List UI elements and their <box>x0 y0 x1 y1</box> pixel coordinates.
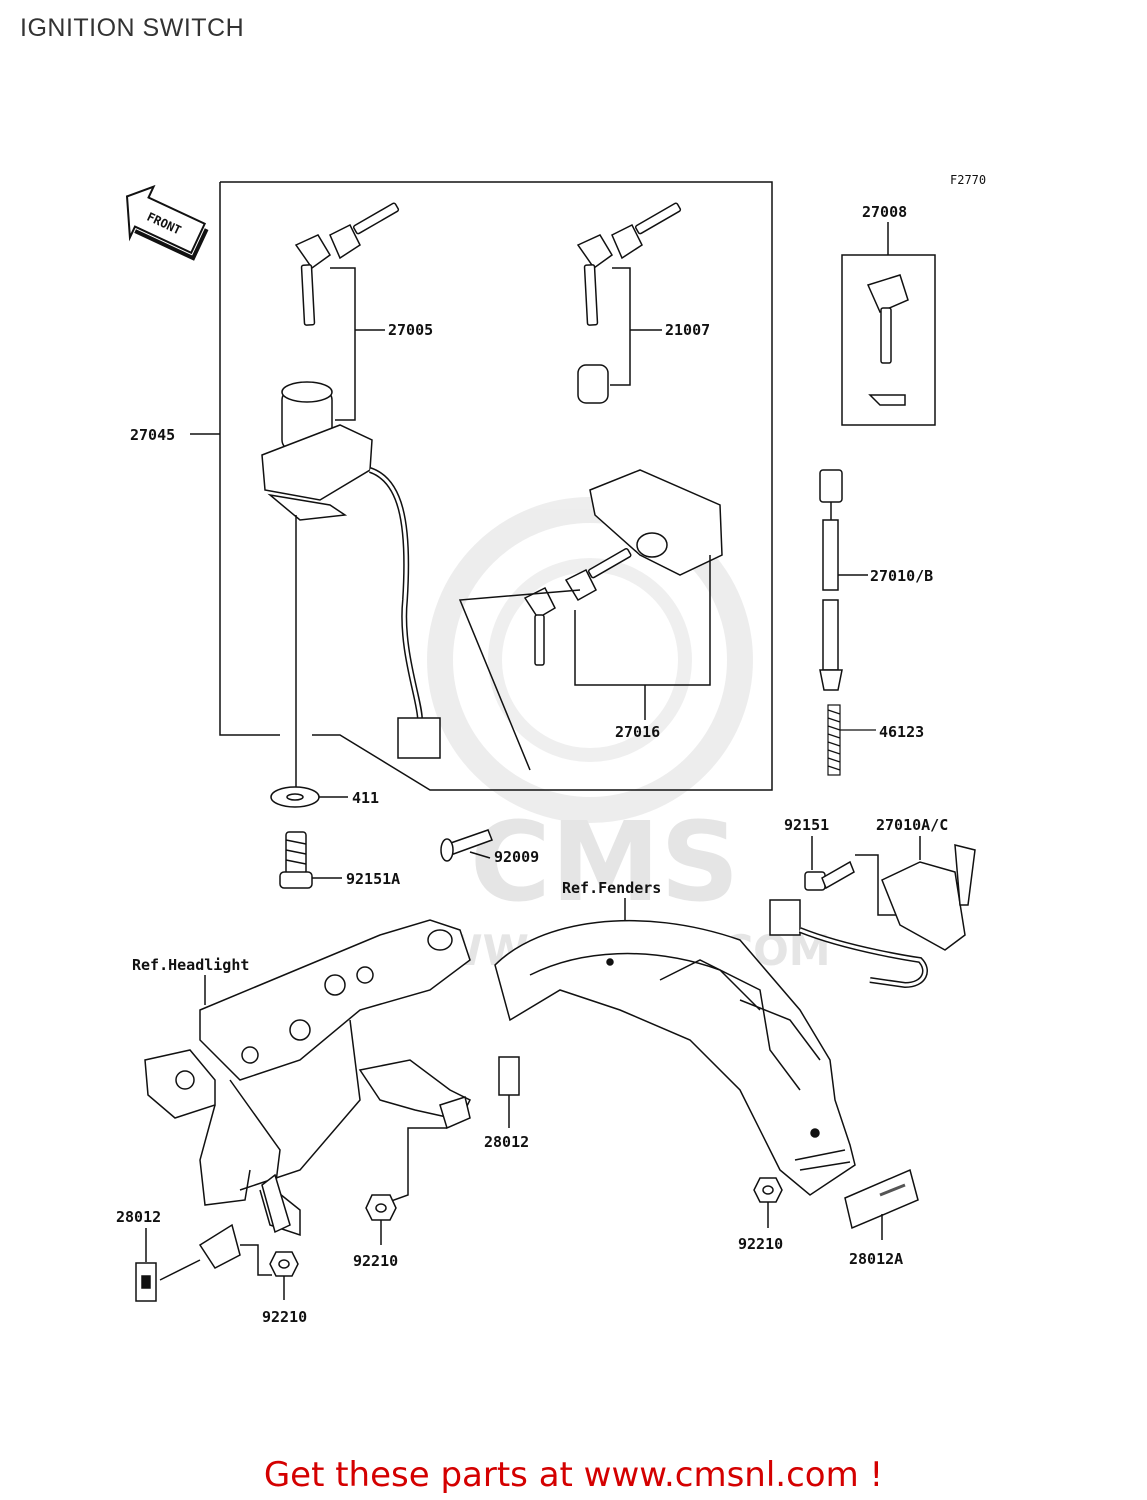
label-27005: 27005 <box>388 321 433 339</box>
front-arrow-icon: FRONT <box>125 184 209 261</box>
diagram-code: F2770 <box>950 173 986 187</box>
footer-link[interactable]: Get these parts at www.cmsnl.com ! <box>263 1455 884 1495</box>
label-27016: 27016 <box>615 723 660 741</box>
switch-27010ac <box>769 836 976 989</box>
spring-46123 <box>827 704 876 776</box>
rear-fender <box>494 898 856 1196</box>
label-92210-mid: 92210 <box>353 1252 398 1270</box>
label-ref-fenders: Ref.Fenders <box>562 879 661 897</box>
label-92210-bottom: 92210 <box>262 1308 307 1326</box>
label-46123: 46123 <box>879 723 924 741</box>
label-27010b: 27010/B <box>870 567 933 585</box>
key-kit-27008 <box>841 222 936 426</box>
key-set-27005 <box>294 202 400 421</box>
label-411: 411 <box>352 789 379 807</box>
label-92151a: 92151A <box>346 870 400 888</box>
label-27010ac: 27010A/C <box>876 816 948 834</box>
label-92009: 92009 <box>494 848 539 866</box>
ignition-switch-27045 <box>261 381 441 795</box>
screw-92009 <box>440 829 493 862</box>
parts-diagram: CMS WWW.CMSNL.COM F2770 FRONT 27005 2100… <box>116 173 986 1326</box>
label-plate-28012-left <box>135 1223 272 1302</box>
label-92151: 92151 <box>784 816 829 834</box>
label-92210-right: 92210 <box>738 1235 783 1253</box>
washer-411 <box>270 786 348 808</box>
page-title: IGNITION SWITCH <box>20 14 245 42</box>
seat-lock-27016 <box>458 469 723 771</box>
label-28012-left: 28012 <box>116 1208 161 1226</box>
bolt-92151a <box>279 831 342 889</box>
label-28012-right: 28012 <box>484 1133 529 1151</box>
label-plate-28012-right <box>379 1056 520 1206</box>
nut-92210-bottom <box>269 1251 299 1300</box>
label-21007: 21007 <box>665 321 710 339</box>
kit-outline <box>219 181 773 791</box>
label-plate-28012a <box>844 1168 919 1240</box>
label-ref-headlight: Ref.Headlight <box>132 956 249 974</box>
nut-92210-mid <box>365 1194 397 1245</box>
watermark-brand: CMS <box>470 798 739 926</box>
nut-92210-right <box>753 1177 783 1228</box>
label-27008: 27008 <box>862 203 907 221</box>
label-27045: 27045 <box>130 426 175 444</box>
key-set-21007 <box>576 202 682 404</box>
watermark: CMS WWW.CMSNL.COM <box>390 497 831 975</box>
label-28012a: 28012A <box>849 1250 903 1268</box>
switch-27010b <box>819 469 868 691</box>
